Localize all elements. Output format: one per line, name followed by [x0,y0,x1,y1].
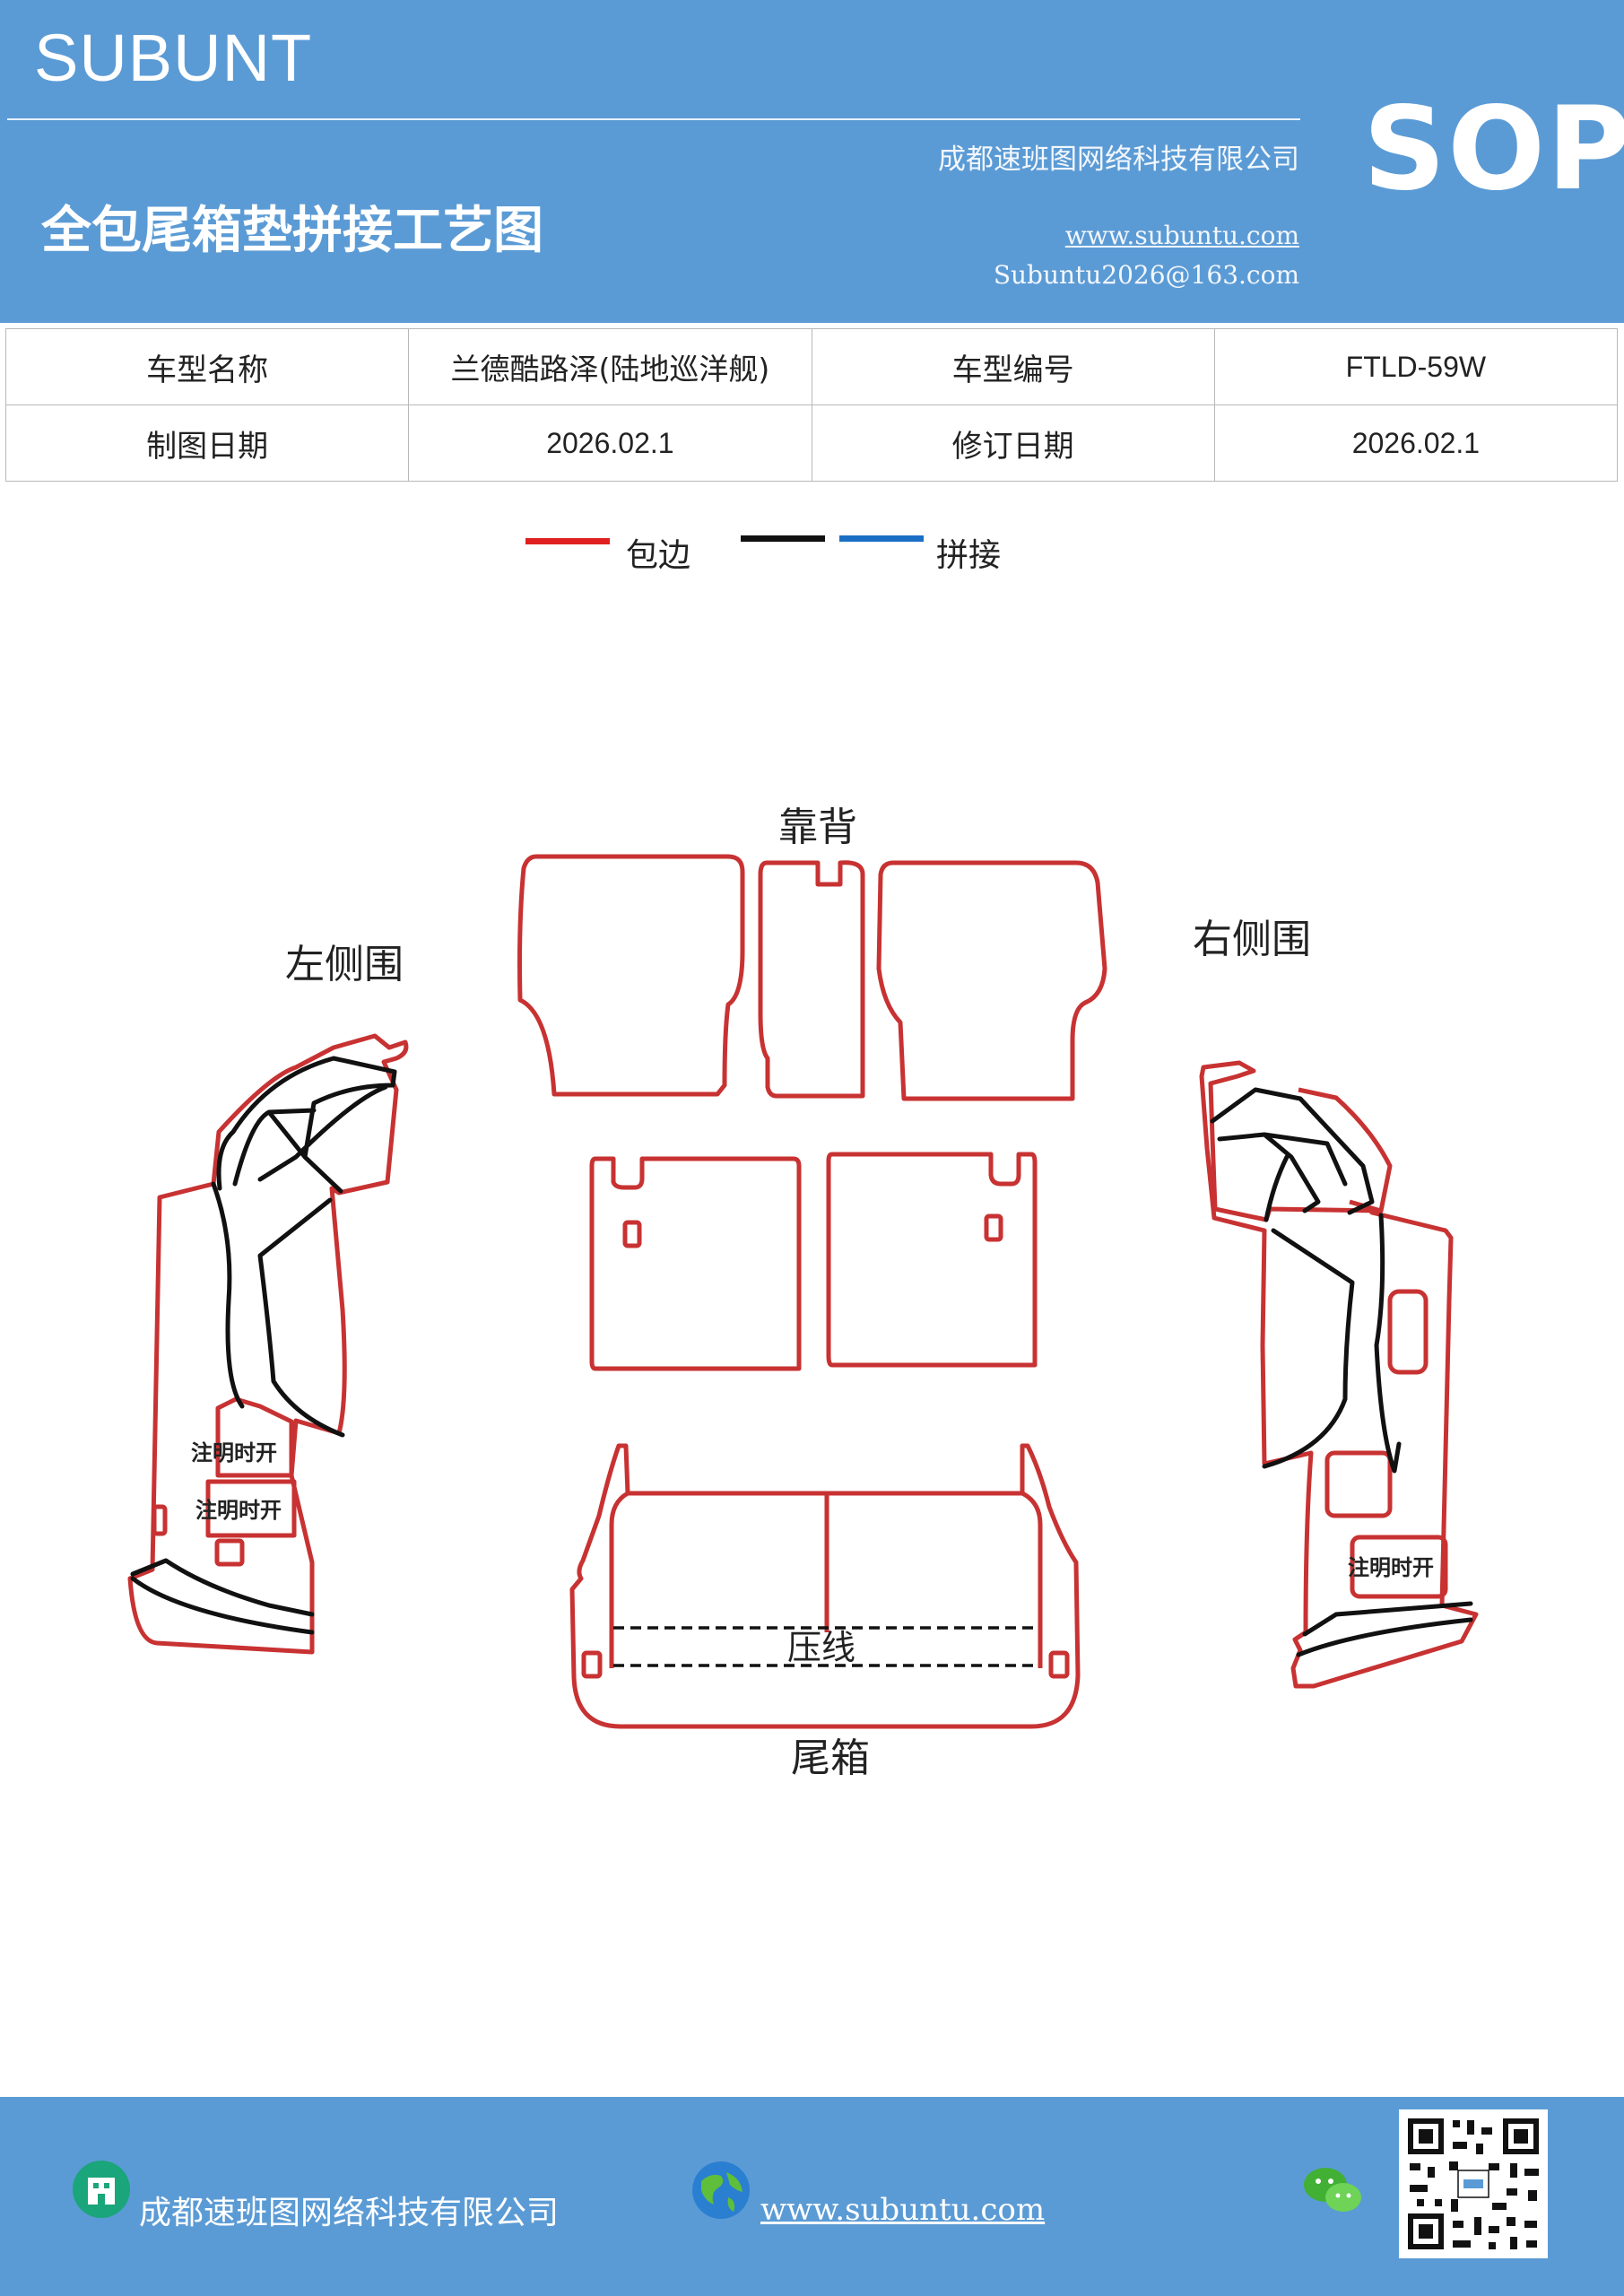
right-seam-long [1262,1213,1402,1474]
model-name-label: 车型名称 [4,328,410,405]
revise-date-label: 修订日期 [811,404,1215,482]
legend-seam-black-swatch [741,535,825,542]
legend-seam-label: 拼接 [936,537,1002,574]
left-side-hole-2 [214,1538,245,1567]
line-legend: 包边 拼接 [0,520,1624,583]
note-label: 注明时开 [191,1440,277,1465]
draw-date-label: 制图日期 [4,404,410,482]
footer-banner: 成都速班图网络科技有限公司 www.subuntu.com [0,2097,1624,2296]
right-side-label: 右侧围 [1193,917,1311,962]
draw-date-value: 2026.02.1 [408,404,812,482]
header-divider [7,118,1300,120]
trunk-mat-diagram: 靠背 左侧围 右侧围 尾箱 压线 注明时开 注明时开 注明时开 [127,804,1479,1781]
left-side-outer [127,1033,409,1655]
trunk-right-hole [1048,1650,1070,1679]
mid-right-panel [826,1152,1038,1368]
model-code-value: FTLD-59W [1213,328,1619,405]
right-seam-bottom [1296,1601,1473,1657]
globe-icon [692,2161,750,2219]
left-note-box-1 [215,1396,294,1478]
right-window-1 [1387,1289,1429,1375]
left-seam-bottom [130,1558,315,1635]
table-row: 车型名称 兰德酷路泽(陆地巡洋舰) 车型编号 FTLD-59W [4,328,1619,405]
header-website-link[interactable]: www.subuntu.com [1064,221,1299,250]
wechat-icon [1304,2168,1361,2212]
backrest-left-panel [517,854,745,1097]
footer-company: 成都速班图网络科技有限公司 [139,2195,560,2231]
legend-seam-blue-swatch [839,535,924,542]
trunk-floor-panel [569,1443,1081,1729]
right-seam-upper [1210,1087,1375,1222]
backrest-center-panel [758,860,865,1099]
trunk-floor-inner [609,1491,1043,1668]
right-side-top-piece [1298,1087,1393,1213]
right-side-outer [1199,1060,1479,1689]
left-side-hole-1 [152,1504,168,1536]
left-seam-long [211,1181,345,1438]
right-note-box [1350,1535,1448,1599]
table-row: 制图日期 2026.02.1 修订日期 2026.02.1 [4,404,1619,482]
backrest-right-panel [876,860,1107,1101]
legend-edge-label: 包边 [626,537,691,574]
backrest-label: 靠背 [778,804,857,850]
trunk-label: 尾箱 [791,1735,870,1781]
header-email: Subuntu2026@163.com [993,260,1299,290]
model-code-label: 车型编号 [811,328,1215,405]
mid-left-hole [622,1220,642,1248]
header-company: 成都速班图网络科技有限公司 [938,144,1299,176]
trunk-left-hole [581,1650,603,1679]
qr-code[interactable] [1399,2109,1548,2258]
sop-badge: SOP [1363,83,1624,216]
document-title: 全包尾箱垫拼接工艺图 [41,202,543,260]
left-seam-upper [216,1056,397,1194]
press-line-label: 压线 [787,1628,855,1667]
note-label: 注明时开 [1348,1555,1434,1580]
left-side-label: 左侧围 [285,942,404,987]
mid-left-panel [589,1156,802,1371]
model-name-value: 兰德酷路泽(陆地巡洋舰) [408,328,812,405]
note-label: 注明时开 [195,1498,282,1523]
vehicle-info-table: 车型名称 兰德酷路泽(陆地巡洋舰) 车型编号 FTLD-59W 制图日期 202… [4,328,1619,482]
brand-name: SUBUNT [34,21,313,95]
revise-date-value: 2026.02.1 [1213,404,1619,482]
footer-website-link[interactable]: www.subuntu.com [760,2192,1046,2228]
mid-right-hole [984,1213,1003,1242]
right-window-2 [1324,1450,1393,1518]
header-banner: SUBUNT 成都速班图网络科技有限公司 全包尾箱垫拼接工艺图 SOP www.… [0,0,1624,323]
left-note-box-2 [205,1479,297,1538]
building-icon [73,2161,130,2218]
legend-edge-swatch [525,538,610,544]
